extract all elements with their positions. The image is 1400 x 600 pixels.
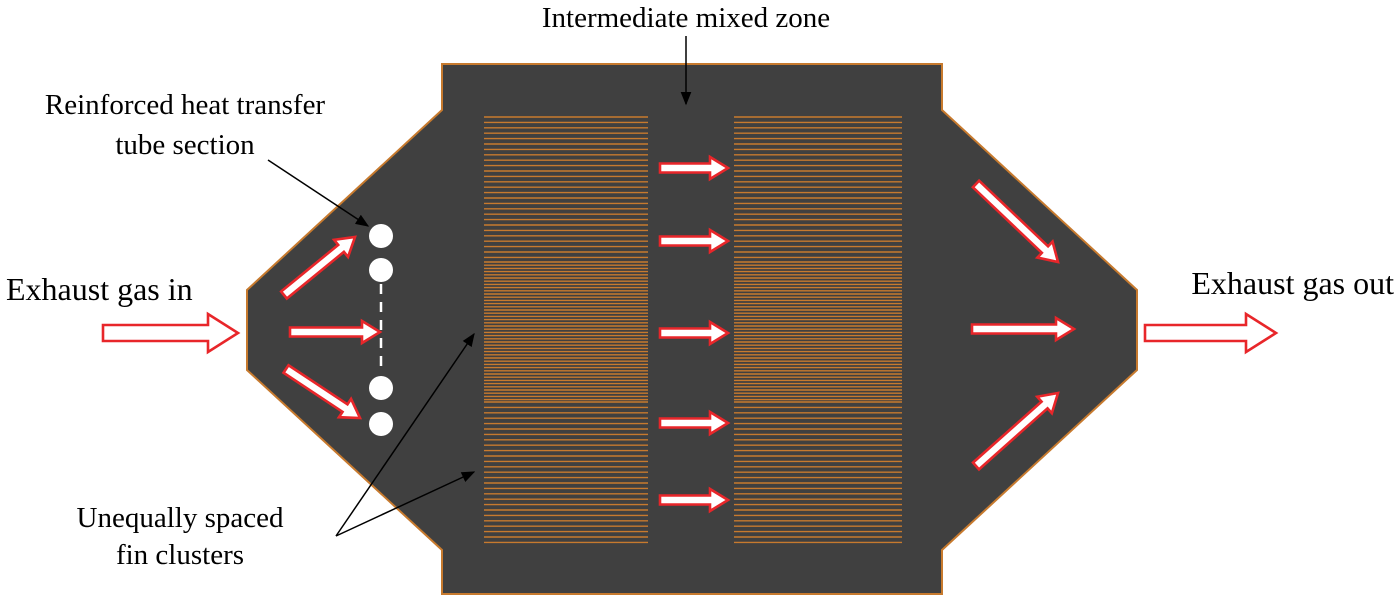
flow-arrow — [658, 227, 731, 255]
flow-arrows — [101, 154, 1279, 514]
flow-arrow — [971, 391, 1060, 472]
flow-arrow — [658, 154, 731, 182]
leader-fins-lower — [335, 471, 476, 537]
flow-arrow — [658, 409, 731, 437]
flow-arrow — [971, 178, 1060, 264]
label-gas-out: Exhaust gas out — [1191, 265, 1394, 301]
fin-cluster-right — [734, 116, 902, 544]
tube-section — [369, 224, 393, 436]
tube-circle — [369, 412, 393, 436]
flow-arrow — [970, 315, 1077, 343]
label-intermediate-zone: Intermediate mixed zone — [542, 2, 830, 34]
leader-lines — [267, 36, 692, 537]
flow-arrow — [658, 319, 731, 347]
tube-circle — [369, 376, 393, 400]
leader-tube-section — [267, 159, 370, 227]
label-fins-line1: Unequally spaced — [77, 502, 284, 534]
flow-arrow — [1143, 311, 1279, 355]
flow-arrow — [101, 311, 241, 355]
fin-cluster-left — [484, 116, 648, 544]
tube-circle — [369, 258, 393, 282]
flow-arrow — [279, 235, 357, 301]
tube-circle — [369, 224, 393, 248]
flow-arrow — [658, 486, 731, 514]
label-fins-line2: fin clusters — [116, 539, 244, 571]
label-reinforced-line1: Reinforced heat transfer — [45, 89, 326, 121]
label-gas-in: Exhaust gas in — [6, 271, 193, 307]
label-reinforced-line2: tube section — [115, 129, 255, 161]
flow-arrow — [288, 318, 383, 346]
flow-arrow — [281, 363, 363, 420]
leader-fins-upper — [335, 332, 475, 537]
